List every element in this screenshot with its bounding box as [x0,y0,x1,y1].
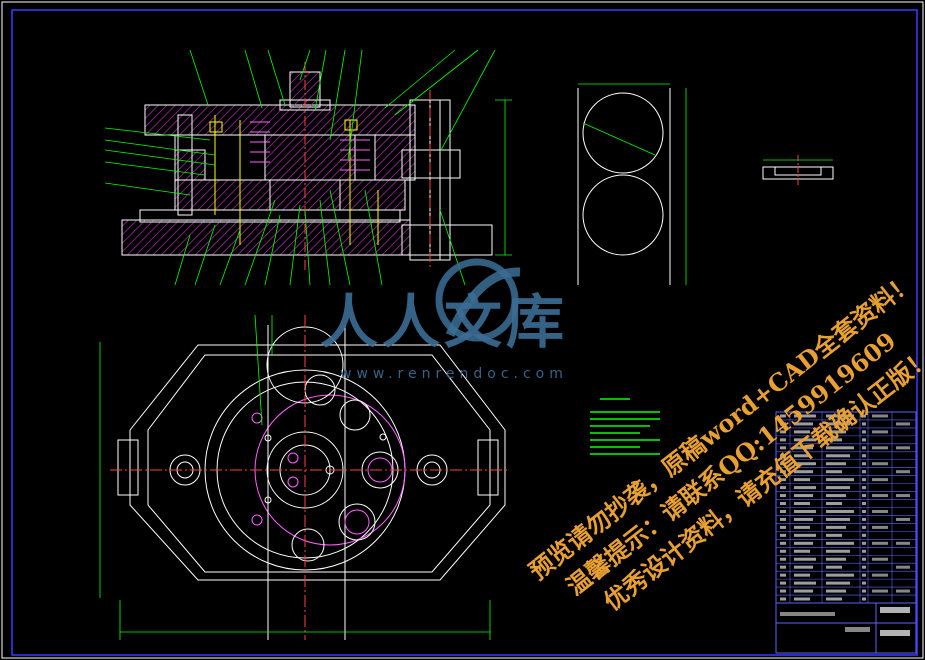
tech-notes [590,398,660,455]
part-view [762,155,834,185]
parts-list-table [775,411,917,604]
plan-view [99,314,510,640]
title-block [775,602,917,654]
strip-layout-view [577,83,687,285]
section-view [104,49,512,286]
